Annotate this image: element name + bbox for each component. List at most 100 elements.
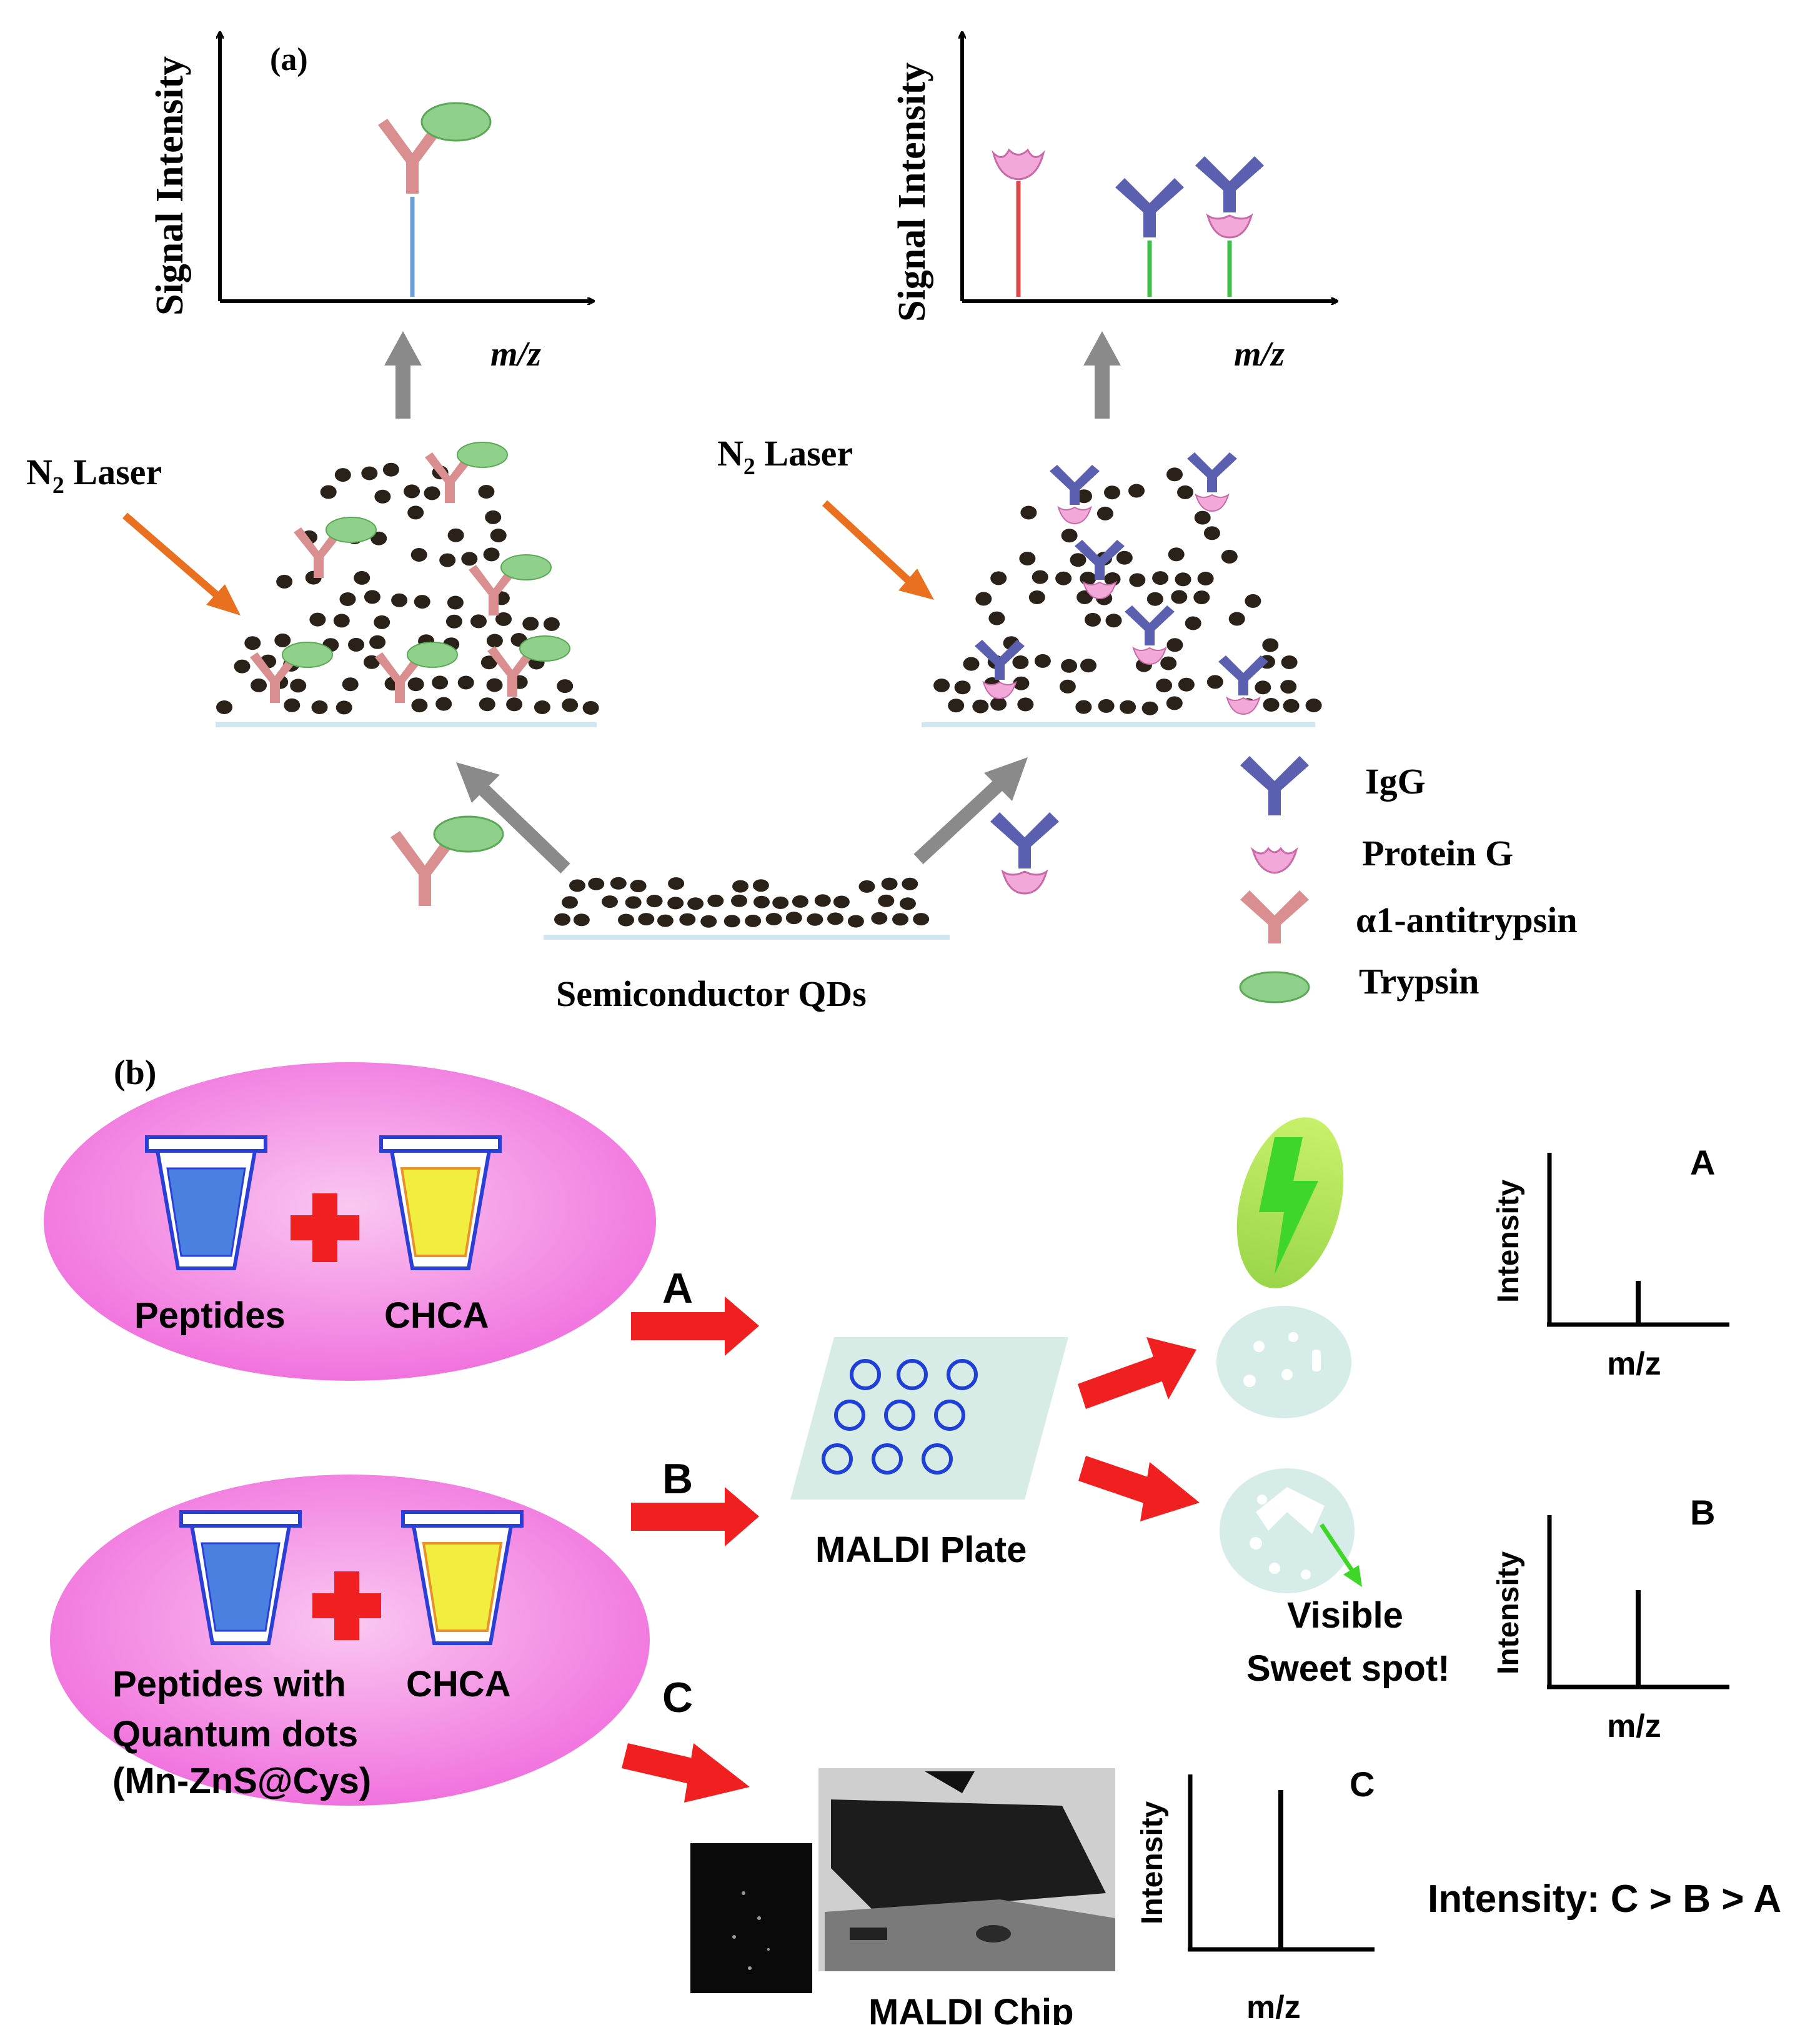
legend-trypsin-icon [1239, 971, 1310, 1003]
protein-g-icon [992, 148, 1045, 181]
qd-dot [369, 635, 386, 649]
bottom-ellipse: Peptides with CHCA Quantum dots (Mn-ZnS@… [50, 1475, 650, 1806]
qd-dot [1152, 571, 1169, 585]
qd-dot [457, 675, 474, 690]
igg-protein-g-complex-icon [1050, 465, 1100, 525]
legend-antitrypsin-icon [1240, 890, 1309, 943]
laser-arrow-left [122, 512, 241, 615]
red-arrow-b [631, 1487, 759, 1546]
qd-dot [522, 617, 539, 631]
antitrypsin-trypsin-complex-icon [425, 442, 508, 503]
qd-dot [364, 590, 380, 604]
mini-chart-a-tag: A [1690, 1143, 1715, 1182]
qd-dot [554, 913, 570, 926]
route-a-label: A [662, 1265, 693, 1312]
qd-dot [534, 700, 550, 714]
antitrypsin-trypsin-complex-icon [469, 554, 552, 615]
igg-protein-g-complex-icon [1075, 540, 1125, 600]
qd-dot [562, 896, 578, 909]
igg-protein-g-complex-icon [975, 640, 1025, 700]
qd-dot [1166, 467, 1183, 482]
qd-dot [391, 593, 408, 607]
qd-dot [988, 611, 1005, 625]
red-arrow-plate-to-spot-bottom [1078, 1456, 1200, 1521]
qd-dot [975, 592, 992, 606]
sweet-spot-line1: Visible [1287, 1595, 1403, 1636]
qd-dot [334, 468, 351, 482]
qd-dot [900, 897, 916, 910]
qd-dot [1281, 655, 1298, 669]
qd-dot [1076, 489, 1092, 504]
qd-dot [752, 879, 769, 892]
legend-igg-label: IgG [1365, 761, 1426, 802]
laser-right-label: N2 Laser [717, 433, 853, 480]
qd-dot [445, 614, 462, 629]
qd-dot [1194, 510, 1211, 525]
peptides-tube-icon [145, 1135, 267, 1270]
right-qd-dots [933, 467, 1322, 715]
qd-dot [1080, 659, 1096, 673]
igg-protein-g-complex-icon [1195, 156, 1264, 239]
qd-dot [364, 655, 380, 669]
qd-dot [1028, 590, 1045, 604]
legend-protein-g-icon [1251, 847, 1298, 874]
qd-dot [374, 489, 391, 504]
maldi-chip-photo [818, 1768, 1115, 1971]
qd-dot [602, 895, 618, 908]
mini-chart-c-y-label: Intensity [1136, 1801, 1169, 1924]
qd-dot [284, 698, 301, 712]
qd-dot [847, 915, 864, 928]
qd-dot [657, 914, 674, 927]
sweet-spot [1220, 1468, 1355, 1593]
mini-chart-c-x-label: m/z [1246, 1989, 1301, 2025]
qd-substrate-dots [554, 877, 930, 928]
laser-left-label: N2 Laser [26, 452, 162, 499]
right-igg-complexes [975, 452, 1268, 715]
qd-dot [1141, 701, 1158, 715]
qd-dot [618, 913, 634, 927]
top-right-label: CHCA [384, 1295, 489, 1336]
qd-dot [913, 913, 930, 926]
legend-antitrypsin-label: α1-antitrypsin [1356, 900, 1578, 940]
qd-dot [1255, 680, 1271, 695]
peptides-qd-tube-icon [179, 1510, 302, 1645]
qd-dot [276, 574, 293, 589]
legend-igg-icon [1240, 756, 1309, 815]
red-arrow-c [622, 1743, 750, 1803]
qd-dot [687, 897, 704, 910]
qd-dot [1105, 614, 1122, 628]
route-c-label: C [662, 1674, 693, 1721]
qd-dot [1166, 638, 1183, 652]
qd-dot [1096, 506, 1113, 520]
left-chart-y-label: Signal Intensity [149, 56, 191, 316]
qd-dot [833, 895, 850, 908]
qd-dot [954, 680, 971, 695]
qd-dot [483, 547, 500, 562]
qd-dot [1156, 679, 1173, 693]
igg-protein-g-complex-icon [1218, 655, 1268, 715]
qd-dot [667, 897, 684, 910]
qd-dot [1061, 529, 1078, 543]
qd-dot [495, 612, 512, 626]
plate-well-circle [850, 1359, 881, 1390]
maldi-plate-circles [822, 1359, 978, 1475]
qd-dot [732, 880, 748, 893]
qd-dot [700, 915, 717, 928]
qd-dot [1197, 572, 1214, 585]
qd-dot [753, 895, 770, 908]
qd-dot [407, 677, 424, 692]
qd-dot [990, 571, 1007, 585]
left-chart: Signal Intensity m/z [149, 32, 594, 374]
qd-dot [562, 698, 579, 712]
qd-dot [1280, 680, 1297, 694]
mini-chart-b: Intensity m/z B [1492, 1493, 1729, 1744]
plate-well-circle [822, 1443, 853, 1475]
qd-dot [361, 466, 378, 480]
qd-dot [311, 700, 328, 714]
qd-dot [506, 697, 523, 712]
top-ellipse: Peptides CHCA [44, 1062, 656, 1381]
panel-a-label: (a) [270, 42, 308, 77]
left-chart-x-label: m/z [490, 335, 541, 374]
qd-dot [1168, 547, 1185, 562]
